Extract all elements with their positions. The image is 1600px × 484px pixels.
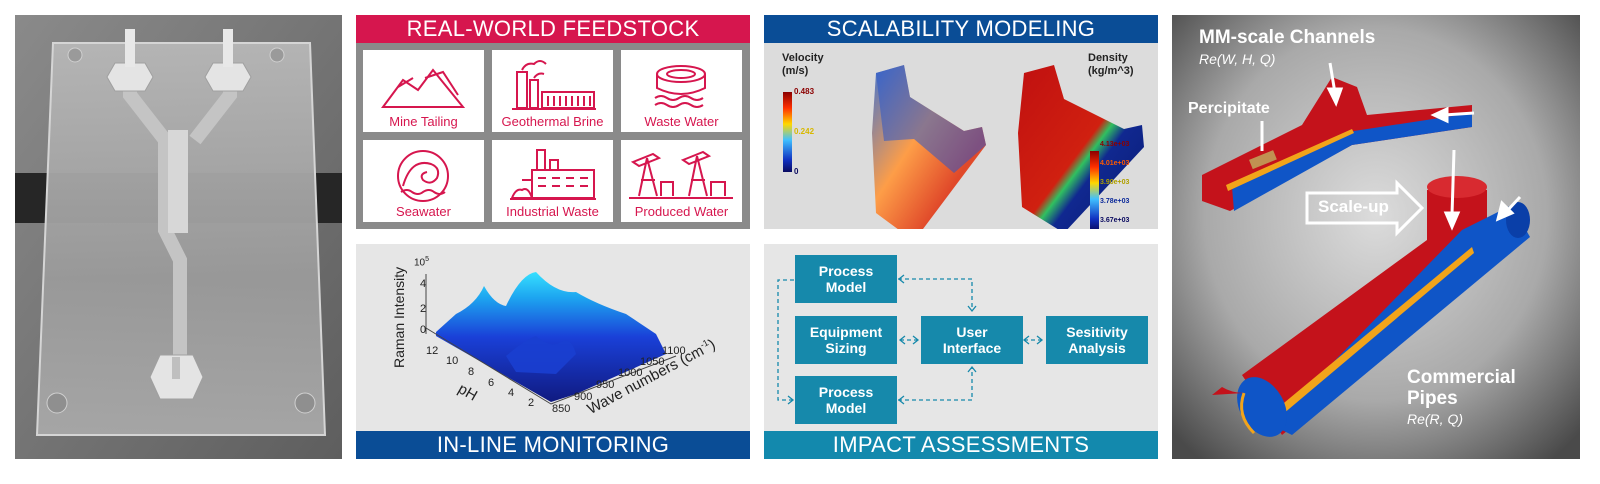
velocity-tick: 0.483 [794,87,815,96]
mm-channels-title: MM-scale Channels [1199,27,1376,48]
tile-industrial-waste: Industrial Waste [492,140,613,222]
velocity-tick: 0.242 [794,127,815,136]
density-tick: 3.67e+03 [1100,217,1130,224]
velocity-label: Velocity(m/s) [782,52,824,77]
oil-pump-icon [629,150,733,199]
tile-label: Seawater [396,204,451,219]
mine-tailing-icon [381,68,466,108]
tile-produced-water: Produced Water [621,140,742,222]
wave-tick: 1050 [640,356,665,368]
microfluidic-chip-photo [15,15,342,459]
wave-tick: 850 [552,403,571,415]
tile-mine-tailing: Mine Tailing [363,50,484,132]
scalability-title: SCALABILITY MODELING [764,15,1158,43]
wave-tick: 950 [596,379,615,391]
precipitate-region [1249,150,1277,170]
z-exponent: 105 [414,256,430,269]
wave-tick: 900 [574,391,593,403]
monitoring-panel: Raman Intensity 105 4 2 0 12 10 8 6 4 2 … [356,244,750,459]
factory-icon [510,149,596,200]
ph-tick: 6 [488,377,495,389]
impact-title: IMPACT ASSESSMENTS [764,431,1158,459]
z-tick: 2 [420,303,427,315]
impact-flow-arrows [777,274,1044,405]
feedstock-title: REAL-WORLD FEEDSTOCK [356,15,750,43]
ph-tick: 10 [446,355,459,367]
scalability-panel: SCALABILITY MODELING Velocity(m/s) 0.483… [764,15,1158,229]
density-tick: 4.01e+03 [1100,160,1130,167]
wave-icon [397,150,449,202]
raman-intensity-label: Raman Intensity [391,266,407,368]
tile-waste-water: Waste Water [621,50,742,132]
wave-tick: 1000 [618,367,643,379]
commercial-pipes-formula: Re(R, Q) [1407,411,1463,427]
density-tick: 3.78e+03 [1100,198,1130,205]
ph-tick: 8 [468,366,475,378]
tile-seawater: Seawater [363,140,484,222]
scale-up-label: Scale-up [1318,197,1389,216]
density-tick: 3.90e+03 [1100,179,1130,186]
tile-geothermal-brine: Geothermal Brine [492,50,613,132]
velocity-colorbar [783,92,792,172]
pipe-scaleup-render [1172,15,1580,459]
wave-tick: 1100 [662,345,686,357]
density-label: Density(kg/m^3) [1088,52,1134,77]
tile-label: Industrial Waste [506,204,599,219]
monitoring-title: IN-LINE MONITORING [356,431,750,459]
scaleup-panel: MM-scale Channels Re(W, H, Q) Percipitat… [1172,15,1580,459]
raman-surface-plot [425,272,677,405]
ph-tick: 2 [528,397,535,409]
z-tick: 4 [420,278,427,290]
velocity-tick: 0 [794,167,799,176]
z-tick: 0 [420,324,427,336]
density-tick: 4.13e+03 [1100,141,1130,148]
geothermal-plant-icon [512,60,596,110]
precipitate-label: Percipitate [1188,100,1270,117]
ph-tick: 12 [426,345,439,357]
cfd-simulation-image [764,43,1158,229]
feedstock-panel: REAL-WORLD FEEDSTOCK Mine Tailing Geothe… [356,15,750,229]
tile-label: Geothermal Brine [501,114,604,129]
ph-tick: 4 [508,387,515,399]
tile-label: Produced Water [634,204,729,219]
tile-label: Mine Tailing [389,114,458,129]
tile-label: Waste Water [644,114,719,129]
mm-channels-formula: Re(W, H, Q) [1199,51,1276,67]
water-tank-icon [654,65,706,108]
density-colorbar [1090,151,1099,229]
